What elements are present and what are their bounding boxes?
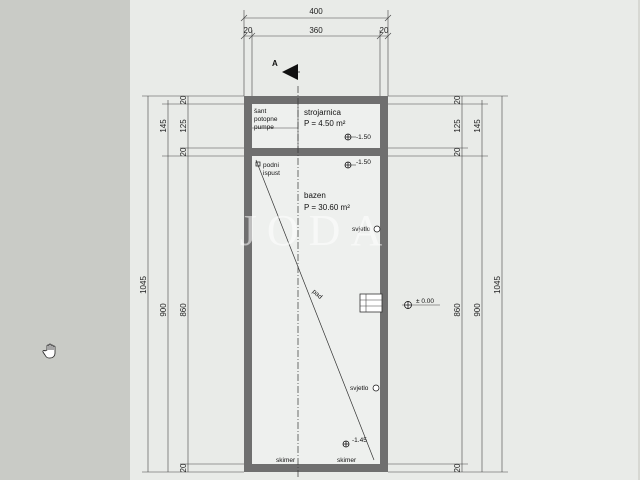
tank-label-line3: pumpe: [254, 124, 274, 131]
level-marker-ground: ± 0.00: [402, 298, 440, 309]
right-dim-900: 900: [473, 303, 482, 317]
tank-label-line1: šant: [254, 108, 266, 115]
right-dim-20-top: 20: [453, 95, 462, 104]
dim-inner-width: 360: [309, 26, 323, 35]
level-marker-machine-room: -1.50: [344, 133, 371, 141]
right-dimension-chain: 20 125 145 20 860 900 1045 20: [388, 95, 508, 472]
section-letter: A: [272, 59, 278, 68]
left-dim-900: 900: [159, 303, 168, 317]
drain-label-line2: ispust: [263, 170, 280, 177]
light-label-lower: svjetlo: [350, 385, 369, 392]
right-dim-20-bottom: 20: [453, 463, 462, 472]
pool-walls: [244, 96, 388, 472]
light-label-upper: svjetlo: [352, 226, 371, 233]
left-dim-1045: 1045: [139, 276, 148, 294]
top-dimension-chain: 400 20 360 20: [240, 7, 392, 96]
left-dim-20-top: 20: [179, 95, 188, 104]
drain-label-line1: podni: [263, 162, 279, 169]
hand-cursor-icon: [42, 343, 56, 359]
tank-label-line2: potopne: [254, 116, 278, 123]
light-fixture-upper: svjetlo: [352, 225, 381, 233]
machine-room-area: P = 4.50 m²: [304, 119, 346, 128]
level-pool-bottom-text: -1.45: [352, 437, 367, 444]
left-dim-20-mid: 20: [179, 147, 188, 156]
dim-right-wall: 20: [380, 26, 389, 35]
screen-bezel-left: [0, 0, 130, 480]
skimmer-label-left: skimer: [276, 457, 296, 464]
machine-room-floor: [252, 104, 380, 148]
level-marker-pool-top: -1.50: [344, 159, 371, 169]
machine-room-name: strojarnica: [304, 108, 341, 117]
left-dim-20-bottom: 20: [179, 463, 188, 472]
left-dim-145: 145: [159, 119, 168, 133]
right-dim-860: 860: [453, 303, 462, 317]
level-pool-top-text: -1.50: [356, 159, 371, 166]
slope-line: [255, 159, 375, 461]
light-fixture-lower: svjetlo: [350, 384, 380, 392]
pool-name: bazen: [304, 191, 326, 200]
left-dim-860: 860: [179, 303, 188, 317]
left-dim-125: 125: [179, 119, 188, 133]
right-dim-1045: 1045: [493, 276, 502, 294]
dim-left-wall: 20: [244, 26, 253, 35]
right-dim-145: 145: [473, 119, 482, 133]
right-dim-125: 125: [453, 119, 462, 133]
pool-ladder: [359, 293, 383, 313]
watermark: JODA: [240, 206, 392, 255]
dim-total-width: 400: [309, 7, 323, 16]
pool-basin-floor: [252, 156, 380, 464]
left-dimension-chain: 20 125 145 20 900 860 1045 20: [139, 95, 244, 472]
section-marker: A: [272, 59, 300, 80]
level-marker-pool-bottom: -1.45: [342, 437, 367, 448]
drain-symbol: [255, 161, 261, 167]
skimmer-label-right: skimer: [337, 457, 357, 464]
level-ground-text: ± 0.00: [416, 298, 434, 305]
right-dim-20-mid: 20: [453, 147, 462, 156]
pool-area: P = 30.60 m²: [304, 203, 350, 212]
level-machine-text: -1.50: [356, 134, 371, 141]
